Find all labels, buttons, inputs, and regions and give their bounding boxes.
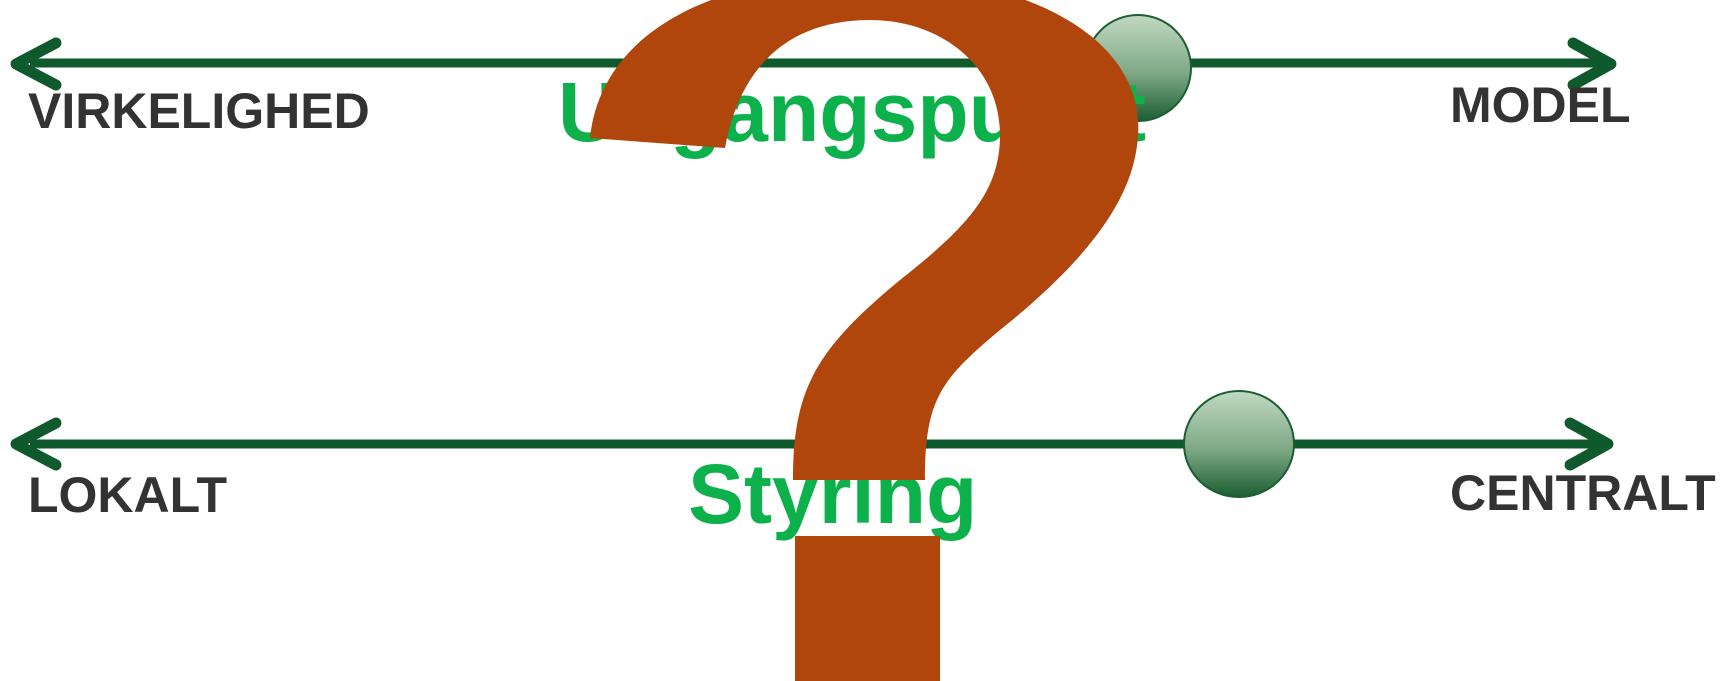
axis-left-label: LOKALT [28,467,228,523]
axis-right-label: MODEL [1450,77,1631,133]
question-mark-hook [590,0,1139,480]
left-arrowhead-icon [10,37,62,91]
right-arrowhead-icon [1564,417,1614,471]
axis-right-label: CENTRALT [1450,465,1716,521]
left-arrowhead-icon [10,417,62,471]
slider-knob[interactable] [1183,390,1295,498]
right-arrowhead-icon [1567,37,1617,91]
axis-left-label: VIRKELIGHED [28,83,370,139]
question-mark-dot [795,536,940,681]
